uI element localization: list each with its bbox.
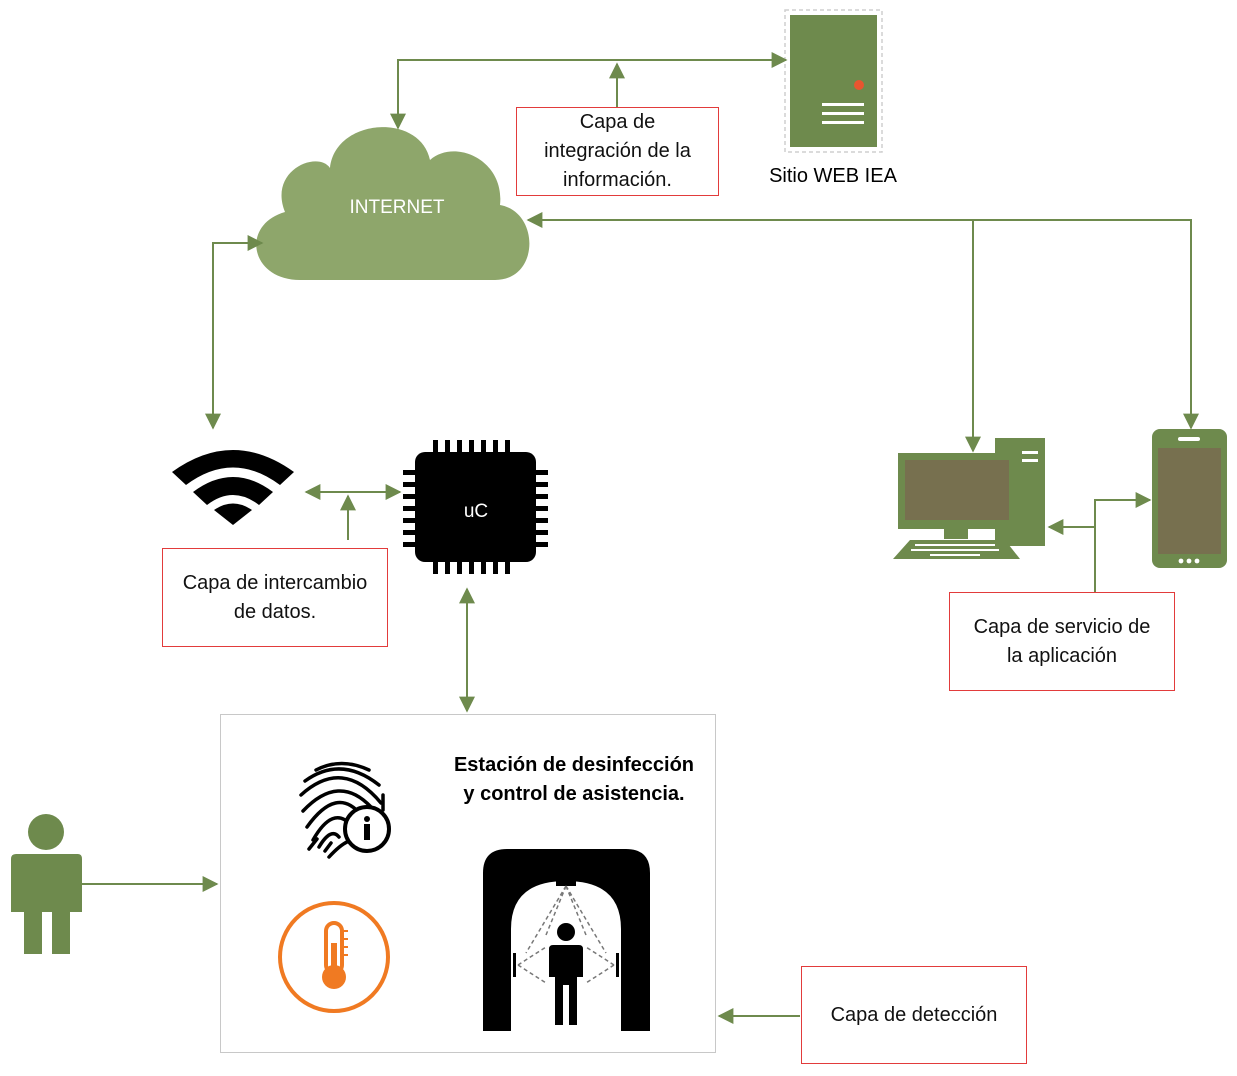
wifi-icon: [172, 450, 294, 525]
server-icon: [784, 9, 883, 153]
detection-layer-box: Capa de detección: [801, 966, 1027, 1064]
wifi-chip-connector: [304, 484, 402, 540]
cloud-icon: INTERNET: [256, 127, 530, 280]
service-layer-connector: [1047, 492, 1152, 592]
chip-label: uC: [464, 501, 488, 522]
person-icon: [11, 814, 82, 954]
microcontroller-icon: uC: [403, 440, 548, 574]
server-label: Sitio WEB IEA: [769, 165, 897, 187]
desktop-computer-icon: [893, 438, 1045, 559]
internet-server-connector: [390, 52, 788, 130]
disinfection-arch-icon: [483, 849, 650, 1031]
station-icons: [278, 761, 650, 1031]
integration-layer-box: Capa de integración de la información.: [516, 107, 719, 196]
data-exchange-layer-box: Capa de intercambio de datos.: [162, 548, 388, 647]
station-title: Estación de desinfección y control de as…: [453, 754, 695, 805]
info-badge-icon: [343, 805, 391, 853]
internet-wifi-connector: [205, 235, 264, 430]
thermometer-icon: [278, 901, 390, 1013]
disinfection-station: Estación de desinfección y control de as…: [220, 714, 716, 1053]
smartphone-icon: [1152, 429, 1227, 568]
cloud-label: INTERNET: [350, 197, 445, 218]
internet-devices-connector: [526, 212, 1199, 453]
application-service-layer-box: Capa de servicio de la aplicación: [949, 592, 1175, 691]
